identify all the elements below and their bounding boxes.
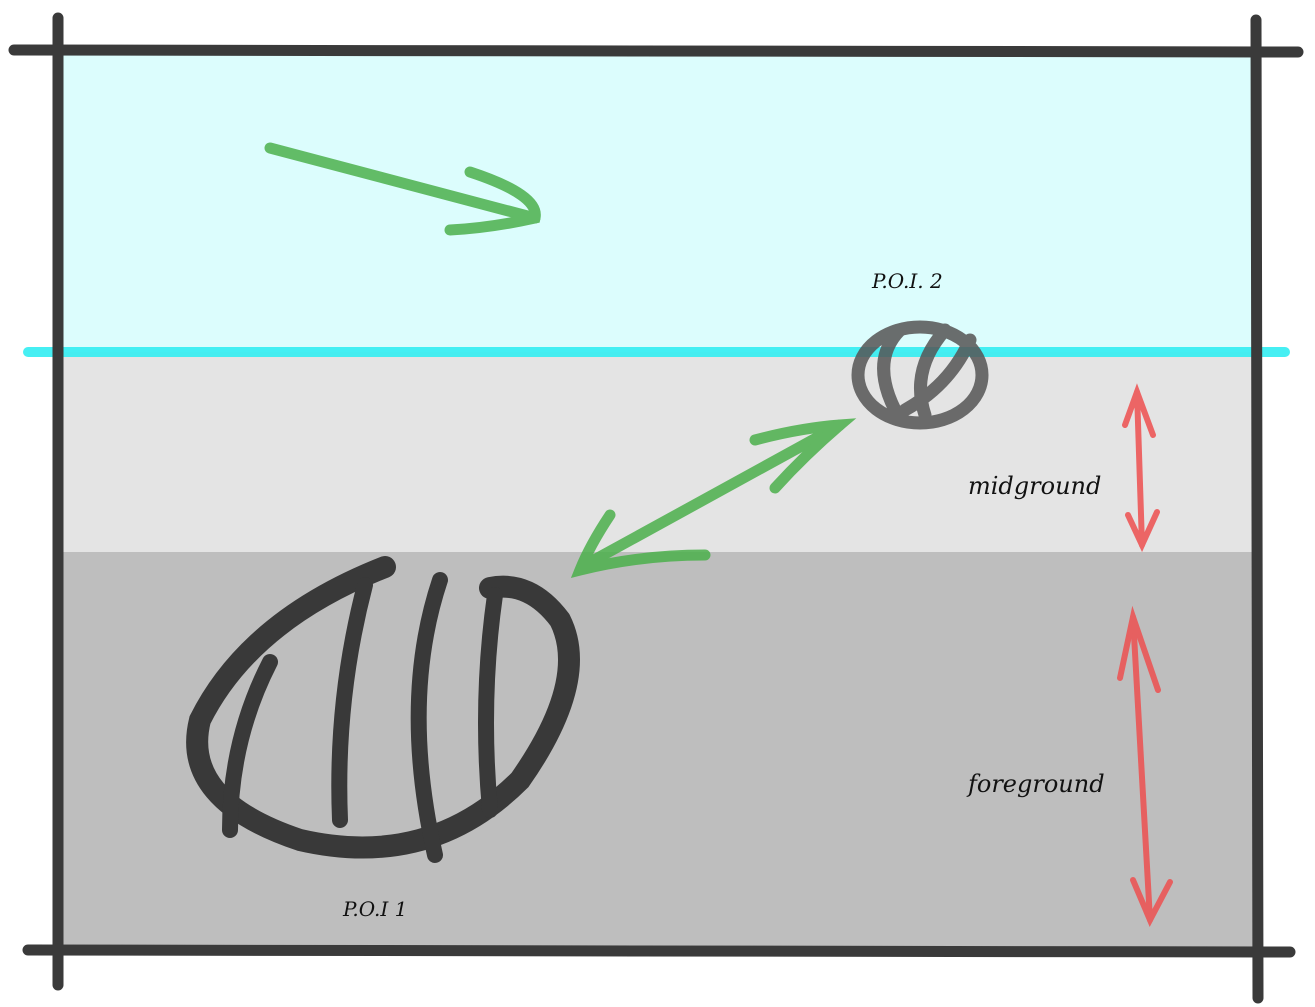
midground-label: midground <box>968 472 1101 500</box>
foreground-range-arrow <box>1117 605 1173 927</box>
eye-path-arrow <box>570 418 857 578</box>
sky-region <box>58 52 1258 352</box>
midground-range-arrow <box>1122 383 1160 553</box>
poi2-label: P.O.I. 2 <box>871 269 943 293</box>
foreground-region <box>58 552 1258 948</box>
foreground-label: foreground <box>966 770 1105 798</box>
poi2-shape <box>851 320 989 430</box>
sky-direction-arrow <box>264 142 541 236</box>
poi1-label: P.O.I 1 <box>342 897 407 921</box>
poi1-shape <box>186 556 580 863</box>
frame <box>8 12 1304 1004</box>
